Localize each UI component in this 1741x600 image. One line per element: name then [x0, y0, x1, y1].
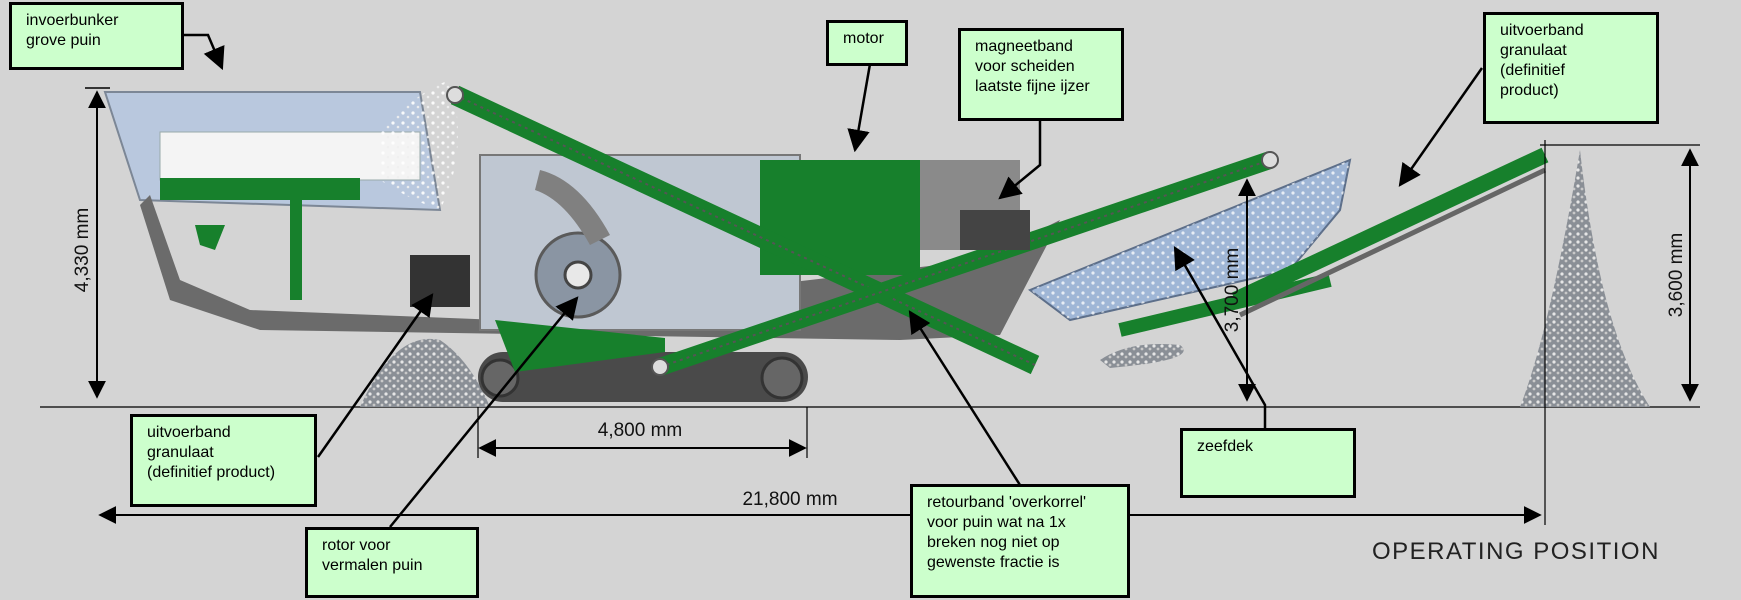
dim-label-discharge-height: 3,600 mm [1666, 233, 1687, 317]
rotor-hub [563, 260, 593, 290]
callout-product-belt-left: uitvoerband granulaat (definitief produc… [130, 414, 317, 507]
rotor-arm [535, 170, 610, 245]
track-wheel [760, 356, 804, 400]
callout-screen-deck: zeefdek [1180, 428, 1356, 498]
product-belt-under [495, 320, 665, 372]
leader-hopper [180, 33, 225, 71]
callout-motor: motor [826, 20, 908, 66]
track-wheel [480, 358, 520, 398]
callout-magnet: magneetband voor scheiden laatste fijne … [958, 28, 1124, 121]
magnet-unit [960, 210, 1030, 250]
feeder-tab [195, 225, 225, 250]
belt-roller [446, 86, 464, 104]
screen-deck-material [1030, 160, 1350, 320]
jaw-block [410, 255, 470, 307]
leader-return [908, 310, 1022, 486]
leader-screen [1173, 246, 1267, 428]
belt-roller [1261, 151, 1279, 169]
hopper-rubble [159, 131, 421, 181]
return-belt-edge [659, 159, 1271, 368]
operating-position-label: OPERATING POSITION [1372, 538, 1660, 565]
gravel-pile-left [360, 338, 490, 407]
discharge-conveyor [1231, 147, 1549, 308]
leader-magnet [998, 120, 1042, 200]
belt-roller [651, 358, 669, 376]
callout-product-belt-right: uitvoerband granulaat (definitief produc… [1483, 12, 1659, 124]
callout-hopper: invoerbunker grove puin [9, 2, 184, 70]
dim-label-track-length: 4,800 mm [598, 420, 682, 441]
discharge-frame [1238, 167, 1547, 318]
callout-return-belt: retourband 'overkorrel' voor puin wat na… [910, 484, 1130, 598]
leader-product-left [316, 293, 434, 458]
gravel-pile-screen [1100, 344, 1184, 368]
dim-label-screen-height: 3,700 mm [1222, 248, 1243, 332]
leader-rotor [389, 296, 579, 528]
dim-label-total-length: 21,800 mm [742, 489, 837, 510]
feeder-leg [290, 200, 302, 300]
feed-rubble [380, 80, 458, 210]
callout-rotor: rotor voor vermalen puin [305, 527, 479, 598]
dim-label-hopper-height: 4,330 mm [72, 208, 93, 292]
gravel-pile-right [1520, 150, 1650, 407]
feeder-green [160, 178, 360, 200]
leader-product-right [1398, 67, 1484, 187]
leader-motor [847, 63, 872, 153]
conveyor-main-edge [454, 94, 1036, 366]
